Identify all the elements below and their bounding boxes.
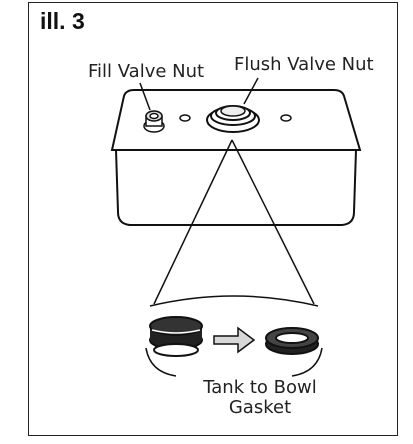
gasket-label-line1: Tank to Bowl [203,377,317,398]
fill-valve-nut [143,110,165,133]
tank-body [115,149,357,226]
fill-valve-nut-label: Fill Valve Nut [88,61,205,82]
gasket-label: Tank to Bowl Gasket [190,378,330,418]
zoom-line-right [231,139,315,305]
flush-valve-nut-label: Flush Valve Nut [234,54,374,75]
old-gasket [149,316,203,357]
zoom-line-left [153,139,233,305]
zoom-circle-upper [149,295,319,307]
bolt-hole-right [280,114,292,122]
flush-valve-nut [206,105,260,133]
gasket-label-line2: Gasket [228,397,292,418]
flush-valve-leader [243,77,259,105]
fill-valve-leader [139,82,151,111]
bolt-hole-left [179,114,191,122]
zoom-circle-lower [145,347,323,377]
new-gasket [265,327,319,355]
figure-title: ill. 3 [40,8,85,34]
arrow-right-icon [213,326,256,354]
